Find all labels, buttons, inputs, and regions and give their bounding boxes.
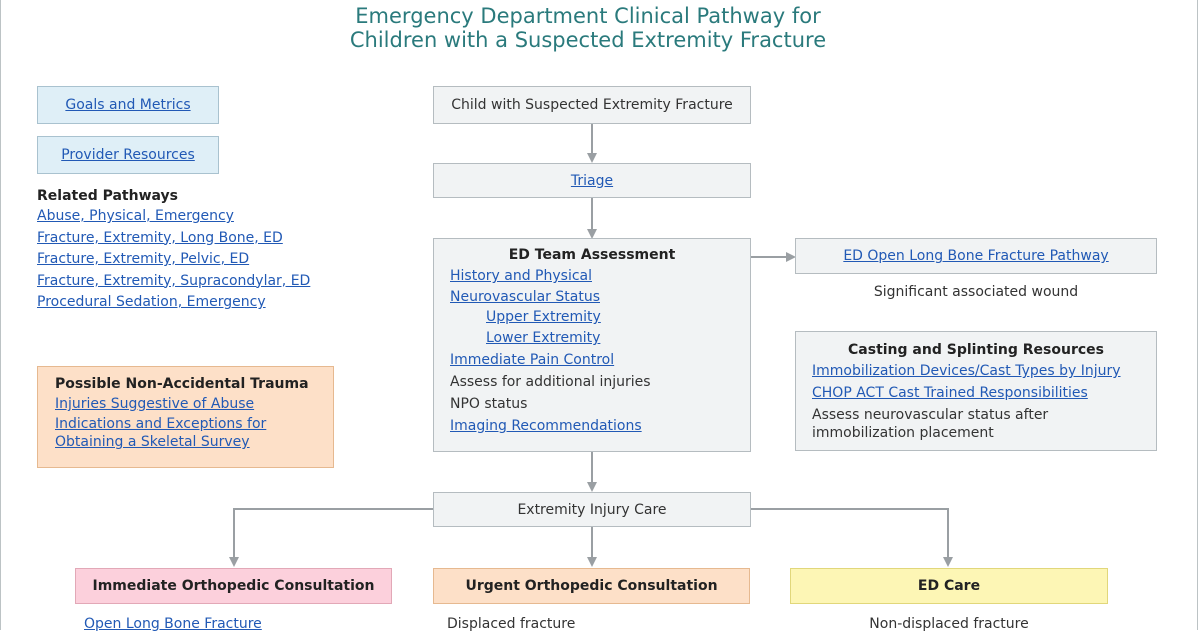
casting-note-line-2: immobilization placement bbox=[812, 425, 994, 441]
related-pathway-link[interactable]: Fracture, Extremity, Long Bone, ED bbox=[37, 229, 283, 246]
provider-resources-box[interactable]: Provider Resources bbox=[37, 136, 219, 174]
ed-team-assessment-box: ED Team Assessment History and Physical … bbox=[433, 238, 751, 452]
triage-link[interactable]: Triage bbox=[570, 172, 614, 189]
title-line-1: Emergency Department Clinical Pathway fo… bbox=[355, 4, 821, 28]
history-physical-link[interactable]: History and Physical bbox=[450, 268, 592, 284]
ed-care-label: ED Care bbox=[917, 578, 981, 594]
injury-care-label: Extremity Injury Care bbox=[517, 501, 667, 518]
casting-note: Assess neurovascular status after immobi… bbox=[812, 406, 1156, 442]
skeletal-survey-link-line-1[interactable]: Indications and Exceptions for bbox=[55, 416, 267, 432]
additional-injuries-text: Assess for additional injuries bbox=[450, 374, 651, 390]
related-pathway-link[interactable]: Procedural Sedation, Emergency bbox=[37, 294, 266, 310]
goals-metrics-link[interactable]: Goals and Metrics bbox=[65, 97, 191, 113]
lower-extremity-link[interactable]: Lower Extremity bbox=[486, 330, 601, 346]
related-pathway-link[interactable]: Abuse, Physical, Emergency bbox=[37, 208, 234, 224]
wound-note: Significant associated wound bbox=[873, 284, 1079, 300]
related-pathways-heading: Related Pathways bbox=[37, 188, 179, 204]
immediate-label: Immediate Orthopedic Consultation bbox=[92, 578, 375, 594]
provider-resources-link[interactable]: Provider Resources bbox=[61, 147, 195, 163]
triage-box[interactable]: Triage bbox=[433, 163, 751, 198]
start-box: Child with Suspected Extremity Fracture bbox=[433, 86, 751, 124]
start-label: Child with Suspected Extremity Fracture bbox=[451, 97, 733, 113]
arrow-injury-care-to-ed-care bbox=[751, 508, 953, 567]
related-pathway-link[interactable]: Fracture, Extremity, Supracondylar, ED bbox=[37, 272, 311, 289]
neurovascular-status-link[interactable]: Neurovascular Status bbox=[450, 289, 600, 305]
skeletal-survey-link[interactable]: Indications and Exceptions for Obtaining… bbox=[55, 415, 333, 451]
non-accidental-trauma-box: Possible Non-Accidental Trauma Injuries … bbox=[37, 366, 334, 468]
non-displaced-fracture-text: Non-displaced fracture bbox=[869, 616, 1029, 632]
pain-control-link[interactable]: Immediate Pain Control bbox=[450, 352, 615, 368]
assessment-heading: ED Team Assessment bbox=[508, 247, 676, 263]
immediate-consultation-box: Immediate Orthopedic Consultation bbox=[75, 568, 392, 604]
nat-heading: Possible Non-Accidental Trauma bbox=[55, 376, 309, 392]
casting-resources-box: Casting and Splinting Resources Immobili… bbox=[795, 331, 1157, 451]
urgent-consultation-box: Urgent Orthopedic Consultation bbox=[433, 568, 750, 604]
casting-note-line-1: Assess neurovascular status after bbox=[812, 407, 1049, 423]
displaced-fracture-text: Displaced fracture bbox=[447, 616, 576, 632]
goals-metrics-box[interactable]: Goals and Metrics bbox=[37, 86, 219, 124]
injuries-abuse-link[interactable]: Injuries Suggestive of Abuse bbox=[55, 396, 255, 412]
npo-status-text: NPO status bbox=[450, 396, 528, 412]
upper-extremity-link[interactable]: Upper Extremity bbox=[486, 309, 601, 325]
open-pathway-box[interactable]: ED Open Long Bone Fracture Pathway bbox=[795, 238, 1157, 274]
page-title: Emergency Department Clinical Pathway fo… bbox=[0, 4, 1176, 52]
cast-trained-link[interactable]: CHOP ACT Cast Trained Responsibilities bbox=[812, 385, 1088, 401]
open-long-bone-fracture-link[interactable]: Open Long Bone Fracture bbox=[84, 616, 262, 632]
urgent-label: Urgent Orthopedic Consultation bbox=[465, 578, 718, 594]
open-pathway-link[interactable]: ED Open Long Bone Fracture Pathway bbox=[843, 248, 1109, 264]
related-pathways: Related Pathways Abuse, Physical, Emerge… bbox=[37, 186, 310, 314]
related-pathway-link[interactable]: Fracture, Extremity, Pelvic, ED bbox=[37, 251, 250, 267]
arrow-injury-care-to-immediate bbox=[229, 508, 433, 567]
immobilization-devices-link[interactable]: Immobilization Devices/Cast Types by Inj… bbox=[812, 363, 1121, 379]
ed-care-box: ED Care bbox=[790, 568, 1108, 604]
extremity-injury-care-box: Extremity Injury Care bbox=[433, 492, 751, 527]
casting-heading: Casting and Splinting Resources bbox=[848, 342, 1104, 358]
skeletal-survey-link-line-2[interactable]: Obtaining a Skeletal Survey bbox=[55, 434, 250, 450]
title-line-2: Children with a Suspected Extremity Frac… bbox=[349, 28, 827, 52]
imaging-recommendations-link[interactable]: Imaging Recommendations bbox=[450, 418, 642, 434]
